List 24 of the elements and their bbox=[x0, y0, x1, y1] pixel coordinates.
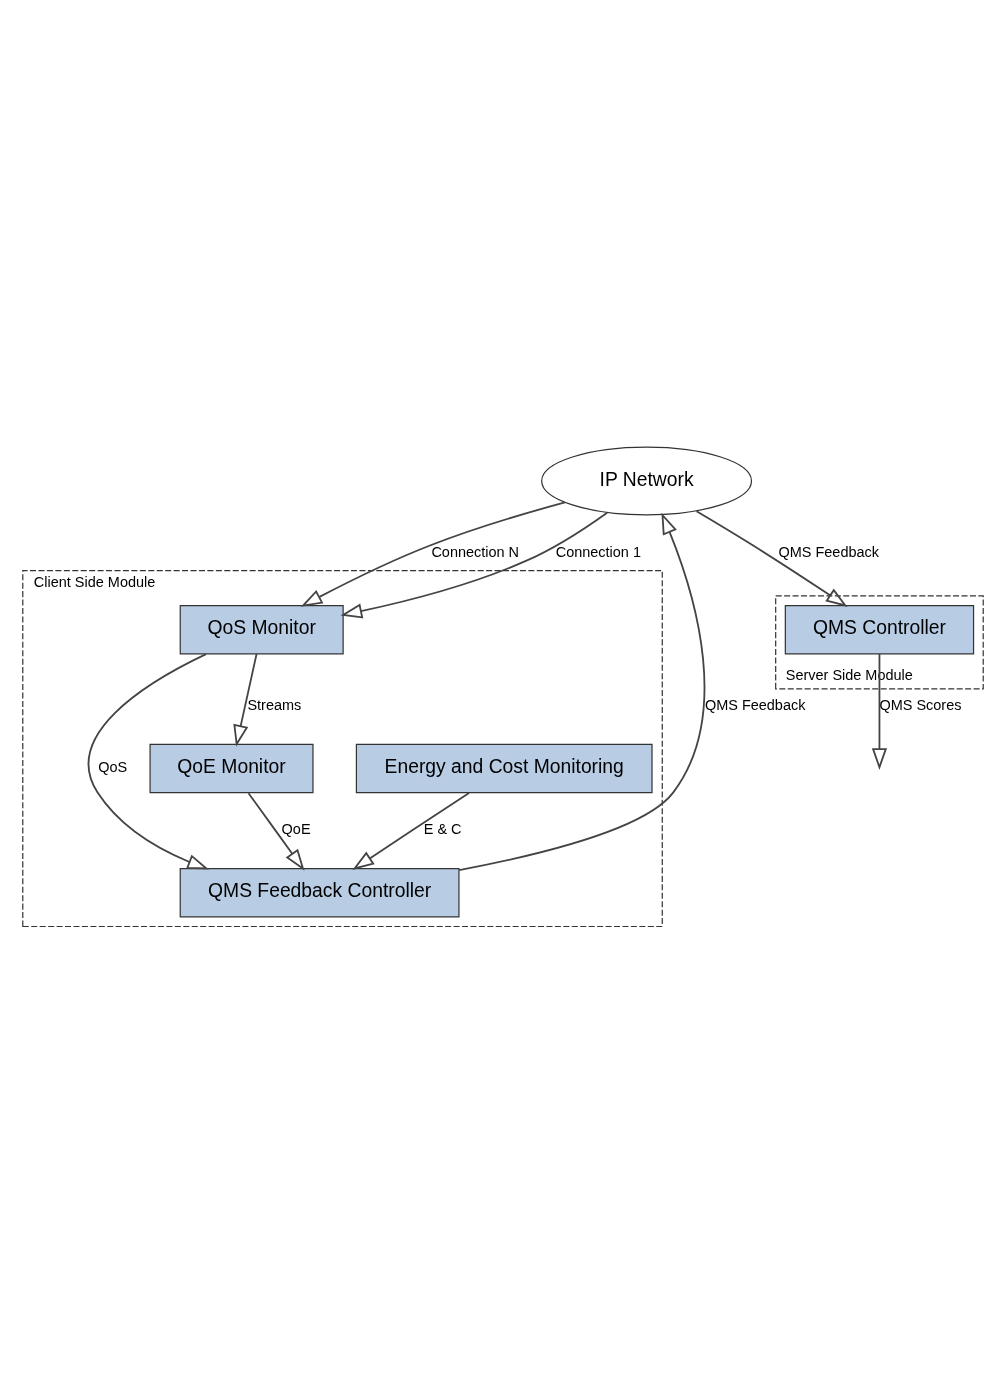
edge-label: QoE bbox=[281, 820, 311, 837]
arrow bbox=[340, 511, 609, 618]
arrow bbox=[871, 652, 888, 770]
arrow bbox=[458, 512, 706, 871]
arrow bbox=[300, 501, 566, 607]
edge-label: QoS bbox=[98, 758, 128, 775]
node-box: Energy and Cost Monitoring bbox=[355, 743, 653, 793]
arrow bbox=[247, 791, 305, 871]
edge-label: Connection N bbox=[431, 543, 520, 560]
node-box: QMS Feedback Controller bbox=[179, 867, 460, 917]
arrow bbox=[233, 652, 258, 747]
edge-label: QMS Scores bbox=[879, 696, 962, 713]
node-box: QoE Monitor bbox=[149, 743, 314, 793]
edge-label: Connection 1 bbox=[555, 543, 641, 560]
edge-label: QMS Feedback bbox=[704, 696, 806, 713]
node-box: QoS Monitor bbox=[179, 604, 344, 654]
node-box: QMS Controller bbox=[784, 604, 975, 654]
arrow bbox=[352, 791, 470, 870]
edge-label: E & C bbox=[423, 820, 462, 837]
edge-label: Streams bbox=[247, 696, 302, 713]
edge-label: QMS Feedback bbox=[778, 543, 880, 560]
node-ellipse: IP Network bbox=[541, 446, 753, 515]
arrow bbox=[695, 509, 848, 607]
arrow bbox=[87, 652, 210, 869]
